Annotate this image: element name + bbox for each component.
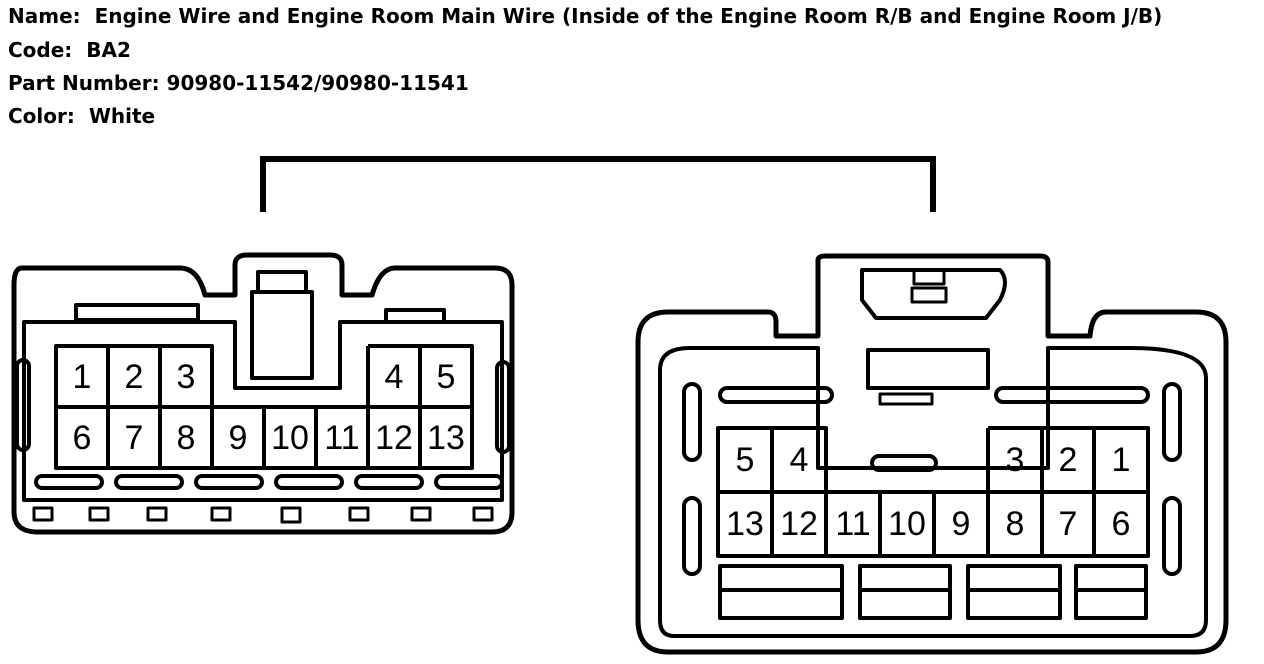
right-side-slot bbox=[1162, 496, 1182, 576]
left-bottom-slot bbox=[194, 474, 264, 490]
part-number-value: 90980-11542/90980-11541 bbox=[166, 71, 469, 95]
pin-label: 3 bbox=[1006, 441, 1025, 479]
right-pin-grid bbox=[716, 426, 1150, 558]
right-housing-outline bbox=[635, 253, 1229, 655]
left-bottom-tab bbox=[410, 506, 432, 522]
right-bottom-cell bbox=[1074, 564, 1148, 620]
name-value: Engine Wire and Engine Room Main Wire (I… bbox=[94, 4, 1163, 28]
right-rail-a bbox=[718, 386, 834, 404]
left-side-slot-b bbox=[495, 360, 511, 454]
code-value: BA2 bbox=[86, 38, 131, 62]
pin-label: 12 bbox=[375, 419, 413, 457]
name-line: Name: Engine Wire and Engine Room Main W… bbox=[8, 4, 1162, 28]
color-line: Color: White bbox=[8, 104, 155, 128]
right-side-slot bbox=[682, 382, 702, 462]
pin-label: 11 bbox=[835, 505, 870, 543]
right-key-slot bbox=[878, 392, 934, 406]
right-pin-labels: 5 4 3 2 1 13 12 11 10 9 8 7 6 bbox=[726, 441, 1130, 543]
right-key-block bbox=[866, 348, 990, 390]
pin-label: 8 bbox=[1006, 505, 1025, 543]
part-number-line: Part Number: 90980-11542/90980-11541 bbox=[8, 71, 469, 95]
left-bottom-slot bbox=[34, 474, 104, 490]
pin-label: 7 bbox=[125, 419, 144, 457]
pin-label: 1 bbox=[73, 358, 92, 396]
right-key-oval bbox=[870, 454, 938, 472]
pin-label: 6 bbox=[1112, 505, 1131, 543]
right-latch-tab bbox=[912, 268, 946, 286]
pin-label: 11 bbox=[324, 419, 359, 457]
pin-label: 9 bbox=[229, 419, 248, 457]
pin-label: 6 bbox=[73, 419, 92, 457]
left-rail-a bbox=[74, 303, 200, 322]
left-inner-wall bbox=[22, 320, 504, 502]
right-side-slot bbox=[682, 496, 702, 576]
left-bottom-tab bbox=[280, 506, 302, 524]
left-bottom-tab bbox=[472, 506, 494, 522]
code-line: Code: BA2 bbox=[8, 38, 131, 62]
left-bottom-tab bbox=[32, 506, 54, 522]
right-latch bbox=[860, 268, 1007, 320]
pin-label: 4 bbox=[790, 441, 809, 479]
color-value: White bbox=[88, 104, 156, 128]
right-rail-b bbox=[994, 386, 1150, 404]
right-bottom-cell bbox=[858, 564, 952, 620]
left-bottom-slot bbox=[274, 474, 344, 490]
pin-label: 8 bbox=[177, 419, 196, 457]
left-side-slot-a bbox=[15, 358, 31, 452]
pin-label: 2 bbox=[1059, 441, 1078, 479]
pin-label: 5 bbox=[437, 358, 456, 396]
pin-label: 10 bbox=[271, 419, 309, 457]
pin-label: 1 bbox=[1112, 441, 1131, 479]
pin-label: 3 bbox=[177, 358, 196, 396]
left-pin-grid bbox=[54, 344, 474, 470]
left-latch-body bbox=[250, 290, 314, 380]
left-bottom-tab bbox=[210, 506, 232, 522]
left-bottom-slot bbox=[434, 474, 504, 490]
right-connector bbox=[635, 253, 1229, 655]
left-bottom-slot bbox=[354, 474, 424, 490]
pin-label: 7 bbox=[1059, 505, 1078, 543]
left-pin-labels: 1 2 3 4 5 6 7 8 9 10 11 12 13 bbox=[73, 358, 465, 457]
left-housing-outline bbox=[11, 252, 515, 535]
right-bottom-cell bbox=[718, 564, 844, 620]
pin-label: 12 bbox=[780, 505, 818, 543]
right-bottom-cell bbox=[966, 564, 1062, 620]
name-label: Name: bbox=[8, 4, 81, 28]
pin-label: 13 bbox=[726, 505, 764, 543]
right-latch-tab-lower bbox=[910, 286, 948, 304]
left-connector bbox=[11, 252, 515, 535]
left-latch-tab bbox=[256, 270, 308, 294]
color-label: Color: bbox=[8, 104, 75, 128]
pin-label: 5 bbox=[736, 441, 755, 479]
left-bottom-tab bbox=[146, 506, 168, 522]
pin-label: 10 bbox=[888, 505, 926, 543]
pin-label: 2 bbox=[125, 358, 144, 396]
left-bottom-tab bbox=[348, 506, 370, 522]
right-side-slot bbox=[1162, 382, 1182, 462]
pin-label: 9 bbox=[952, 505, 971, 543]
left-bottom-tab bbox=[88, 506, 110, 522]
right-inner-wall bbox=[658, 346, 1208, 638]
part-number-label: Part Number: bbox=[8, 71, 160, 95]
pairing-bracket bbox=[260, 156, 936, 212]
left-bottom-slot bbox=[114, 474, 184, 490]
left-rail-b bbox=[384, 308, 446, 324]
code-label: Code: bbox=[8, 38, 73, 62]
pin-label: 4 bbox=[385, 358, 404, 396]
pin-label: 13 bbox=[427, 419, 465, 457]
